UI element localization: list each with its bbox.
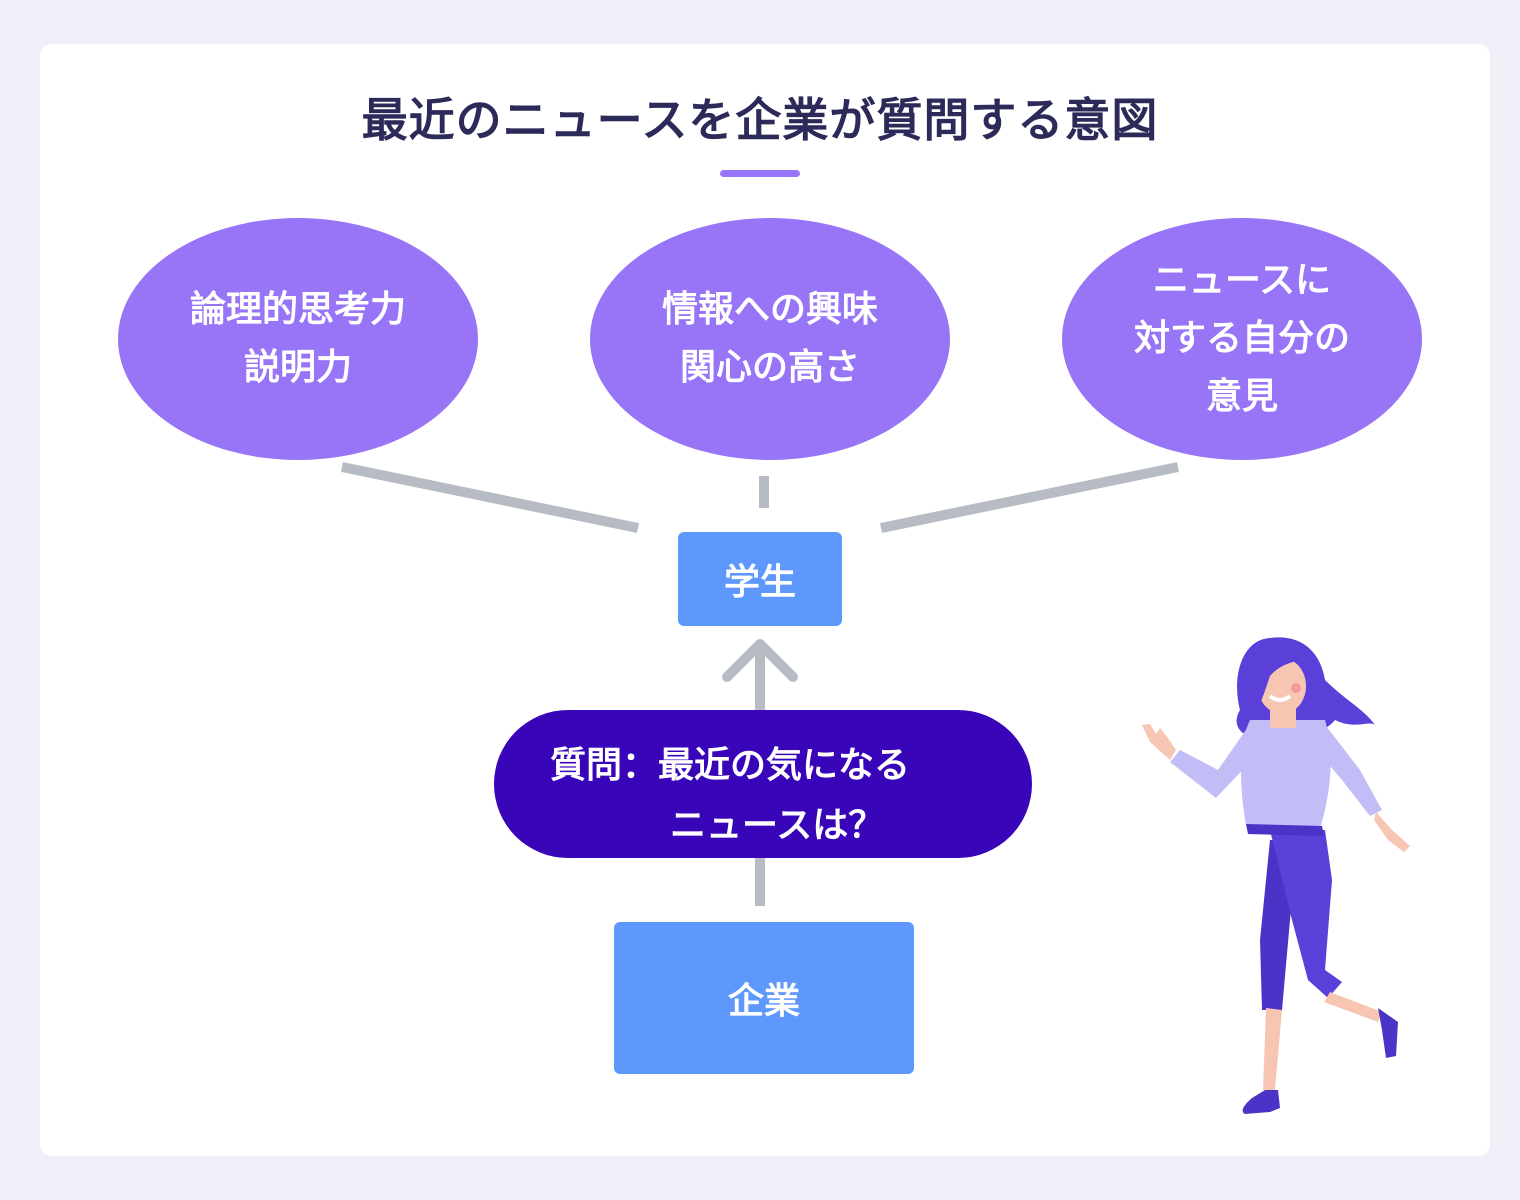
shoe-front [1378,1008,1398,1058]
question-pill: 質問：最近の気になる ニュースは？ [494,710,1032,858]
title-underline [720,170,800,177]
sleeve-right [1323,722,1382,816]
arrow-head [722,639,798,682]
student-label: 学生 [723,562,796,603]
blouse [1241,720,1331,828]
intent-bubble-logical-thinking: 論理的思考力 説明力 [118,218,478,460]
woman-illustration [1142,637,1410,1114]
shoe-back [1242,1090,1280,1114]
connector-left [340,462,640,533]
pants-front-leg [1270,830,1342,998]
student-box: 学生 [678,532,842,626]
smile [1268,694,1292,702]
cheek [1291,683,1301,693]
intent-bubble-interest: 情報への興味 関心の高さ [590,218,950,460]
shin-front [1324,992,1382,1022]
page-title: 最近のニュースを企業が質問する意図 [361,93,1159,147]
intent-bubble-opinion: ニュースに 対する自分の 意見 [1062,218,1422,460]
waistband [1246,824,1324,836]
question-line-2: ニュースは？ [670,805,885,846]
question-line-1: 質問：最近の気になる [550,745,911,786]
hand-right [1374,812,1410,852]
bubble-label: 情報への興味 関心の高さ [661,289,878,388]
bubble-label: ニュースに 対する自分の 意見 [1133,260,1350,417]
sleeve-left [1170,724,1252,798]
company-label: 企業 [727,981,800,1022]
company-box: 企業 [614,922,914,1074]
hand-left [1142,724,1176,760]
connector-right [879,462,1180,533]
bubble-label: 論理的思考力 説明力 [189,289,406,388]
hair-front [1250,648,1308,712]
shin-back [1263,1008,1282,1090]
